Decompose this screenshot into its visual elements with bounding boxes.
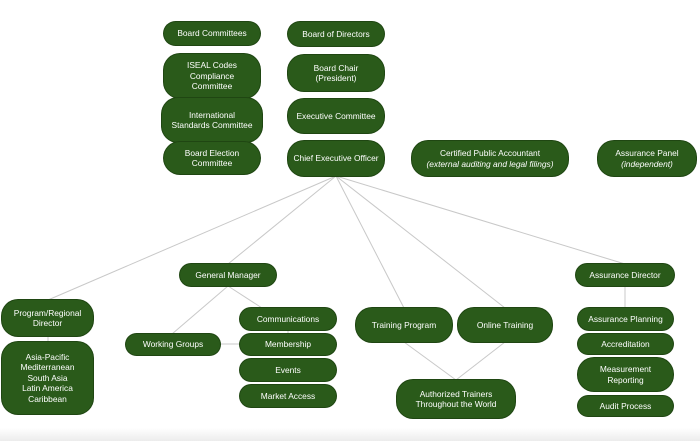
node-label-line: Board of Directors — [302, 28, 370, 39]
bottom-edge — [0, 428, 700, 441]
general-manager-box: General Manager — [180, 264, 276, 286]
node-label-line: Authorized Trainers — [419, 388, 493, 399]
connector — [403, 341, 457, 381]
node-sublabel: (independent) — [621, 158, 673, 169]
connector — [335, 175, 626, 265]
node-label-line: Audit Process — [599, 400, 652, 411]
node-label-line: Compliance — [189, 70, 235, 81]
node-label-line: Chief Executive Officer — [293, 153, 379, 164]
node-label-line: Latin America — [22, 383, 73, 394]
connector — [227, 175, 337, 265]
assurance-panel-box: Assurance Panel(independent) — [598, 141, 696, 176]
board-chair-box: Board Chair(President) — [288, 55, 384, 91]
node-label-line: General Manager — [195, 269, 261, 280]
connector — [171, 285, 229, 335]
assurance-director-box: Assurance Director — [576, 264, 674, 286]
node-label-line: Accreditation — [601, 338, 650, 349]
ceo-box: Chief Executive Officer — [288, 141, 384, 176]
cpa-box: Certified Public Accountant(external aud… — [412, 141, 568, 176]
communications-box: Communications — [240, 308, 336, 330]
node-sublabel: (external auditing and legal filings) — [426, 158, 554, 169]
events-box: Events — [240, 359, 336, 381]
connector — [335, 175, 405, 309]
node-label-line: (President) — [315, 73, 357, 83]
board-of-directors-box: Board of Directors — [288, 22, 384, 46]
node-label-line: Caribbean — [28, 393, 67, 404]
accreditation-box: Accreditation — [578, 334, 673, 354]
node-label-line: Executive Committee — [296, 110, 376, 121]
executive-committee-box: Executive Committee — [288, 99, 384, 133]
node-label-line: Training Program — [371, 319, 437, 330]
node-label-line: Online Training — [476, 319, 534, 330]
node-label-line: Throughout the World — [415, 399, 497, 409]
node-label-line: Working Groups — [142, 339, 204, 350]
node-label-line: Events — [275, 364, 301, 375]
node-label-line: Assurance Panel — [615, 148, 679, 158]
connector — [335, 175, 506, 309]
membership-box: Membership — [240, 334, 336, 355]
board-committees-box: Board Committees — [164, 22, 260, 45]
node-label-line: South Asia — [27, 372, 68, 383]
connector — [455, 341, 506, 381]
node-label-line: ISEAL Codes — [187, 60, 237, 71]
node-label-line: Membership — [264, 339, 312, 350]
node-label-line: Board Chair — [313, 62, 359, 73]
node-label-line: Program/Regional — [13, 307, 82, 318]
node-label-line: Asia-Pacific — [25, 351, 70, 362]
training-program-box: Training Program — [356, 308, 452, 342]
node-label-line: International — [188, 109, 236, 120]
node-label-line: Market Access — [260, 390, 316, 401]
node-label-line: Assurance Director — [589, 269, 661, 280]
node-label-line: Director — [32, 318, 63, 328]
connector — [47, 175, 337, 301]
node-label-line: Assurance Planning — [588, 313, 663, 324]
node-label-line: Reporting — [607, 374, 644, 385]
node-label-line: Board Committees — [177, 28, 247, 39]
market-access-box: Market Access — [240, 385, 336, 407]
assurance-planning-box: Assurance Planning — [578, 308, 673, 330]
node-label-line: Committee — [191, 158, 233, 168]
audit-process-box: Audit Process — [578, 396, 673, 416]
node-label-line: Standards Committee — [171, 120, 253, 130]
connector — [227, 285, 263, 309]
node-label-line: Committee — [191, 81, 233, 92]
node-label-line: Measurement — [599, 364, 652, 374]
working-groups-box: Working Groups — [126, 334, 220, 355]
node-label-line: Communications — [256, 313, 320, 324]
online-training-box: Online Training — [458, 308, 552, 342]
node-label-line: Mediterranean — [20, 362, 75, 373]
node-label-line: Board Election — [184, 147, 240, 158]
node-label-line: Certified Public Accountant — [439, 148, 541, 158]
